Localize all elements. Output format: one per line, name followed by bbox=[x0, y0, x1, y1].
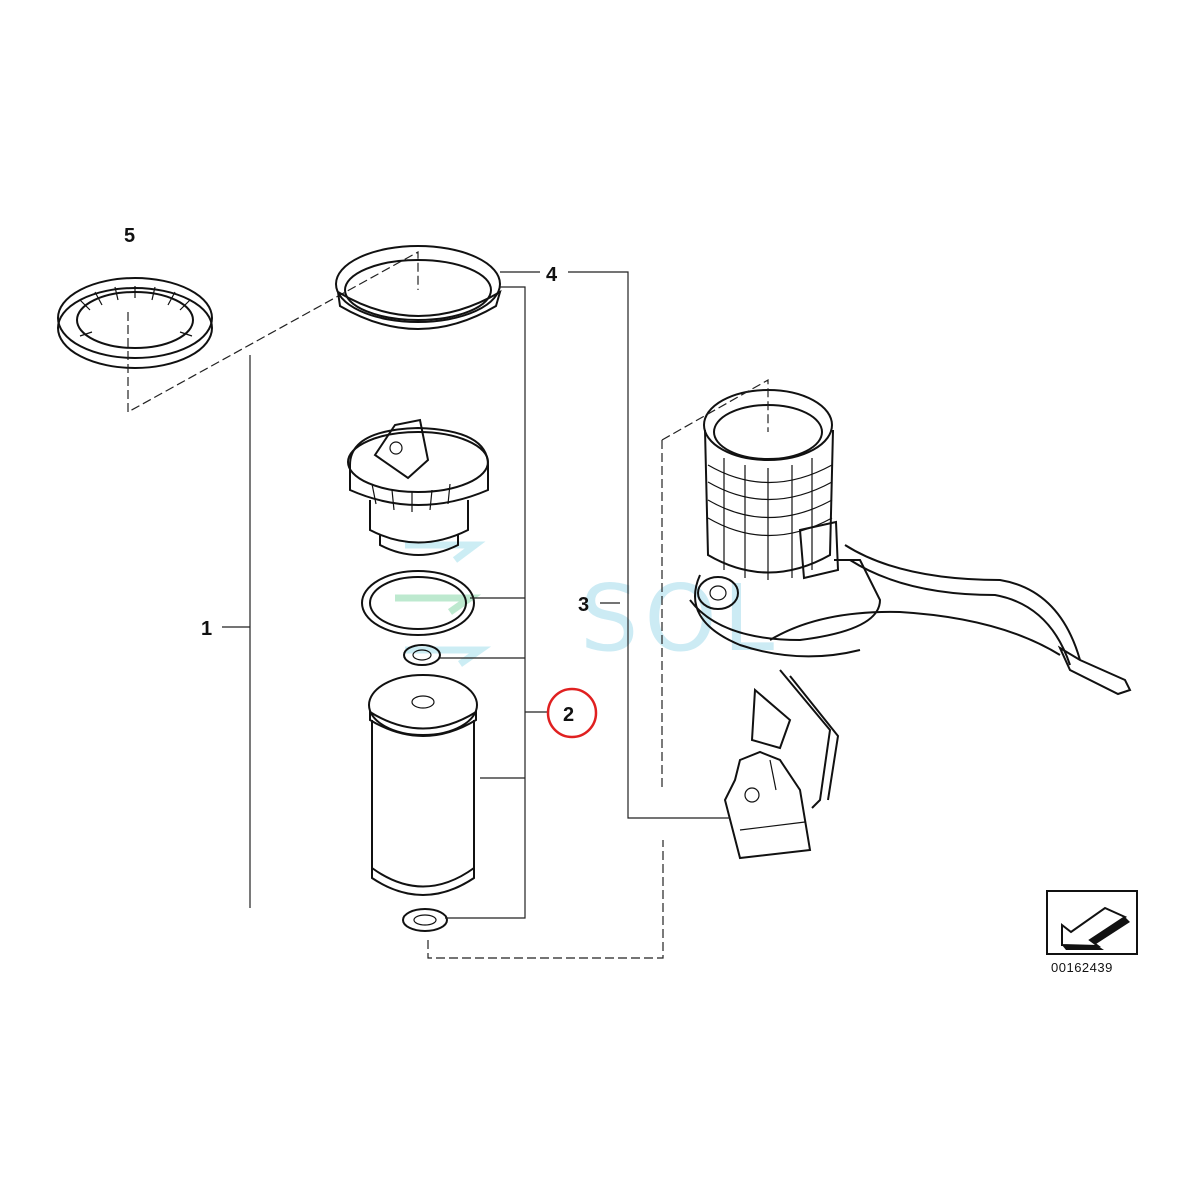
watermark: SOL bbox=[395, 541, 780, 672]
callout-1: 1 bbox=[201, 618, 212, 640]
guide-line-bottom-washer bbox=[427, 840, 664, 959]
watermark-logo-icon bbox=[395, 541, 492, 667]
o-ring bbox=[361, 570, 475, 636]
leader-line-1 bbox=[222, 355, 251, 908]
guide-line-part-5 bbox=[127, 250, 419, 414]
callout-2-highlight-circle bbox=[546, 687, 598, 739]
part-4-bracket bbox=[723, 669, 840, 860]
direction-arrow-icon bbox=[1046, 890, 1138, 955]
callout-4: 4 bbox=[546, 264, 558, 286]
guide-line-housing-top bbox=[661, 378, 769, 441]
housing-cover-ring bbox=[335, 245, 502, 330]
callout-2: 2 bbox=[563, 704, 574, 726]
leader-line-4 bbox=[500, 271, 730, 819]
leader-line-2 bbox=[440, 286, 547, 919]
small-seal-ring bbox=[403, 644, 441, 666]
part-5-gasket-ring bbox=[57, 277, 213, 369]
reference-number: 00162439 bbox=[1051, 960, 1113, 975]
callout-3: 3 bbox=[578, 594, 589, 616]
callout-5: 5 bbox=[124, 225, 135, 247]
filter-housing-cap bbox=[347, 418, 489, 556]
watermark-text: SOL bbox=[580, 565, 780, 672]
part-3-filter-housing-assembly bbox=[689, 389, 1132, 696]
part-2-filter-element bbox=[368, 674, 478, 896]
bottom-washer bbox=[402, 908, 448, 932]
